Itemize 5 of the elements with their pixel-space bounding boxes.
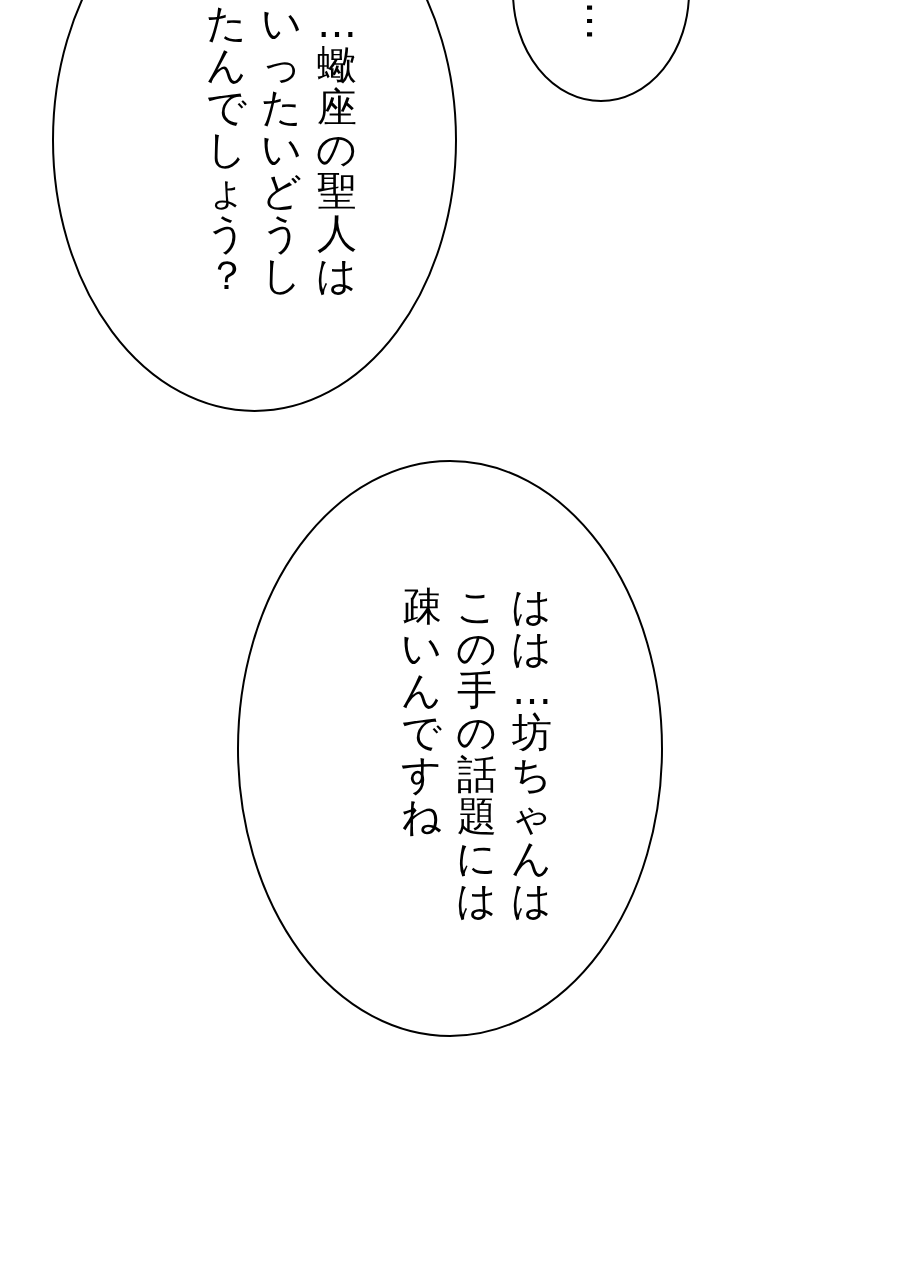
speech-text: …蠍座の聖人はいったいどうしたんでしょう？ (207, 2, 357, 296)
speech-text: … (580, 1, 622, 41)
speech-text: はは…坊ちゃんはこの手の話題には疎いんですね (402, 585, 552, 921)
speech-bubble (52, 0, 457, 412)
speech-bubble (237, 460, 663, 1037)
